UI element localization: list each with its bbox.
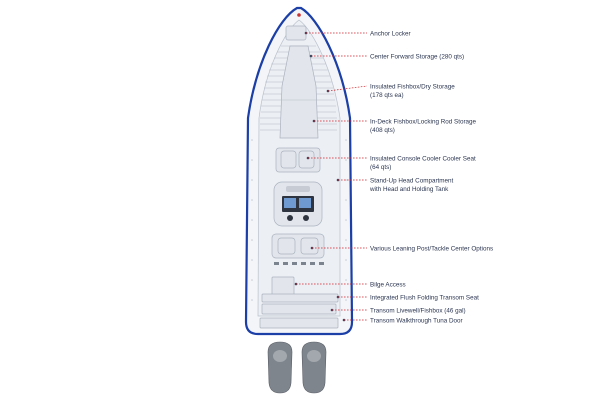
outboard-engine-port-cap bbox=[273, 350, 287, 362]
callout-head-compartment-label: Stand-Up Head Compartment bbox=[370, 178, 454, 185]
callout-transom-livewell-label: Transom Livewell/Fishbox (46 gal) bbox=[370, 308, 466, 315]
callout-transom-seat-label: Integrated Flush Folding Transom Seat bbox=[370, 295, 479, 302]
callout-anchor-locker: Anchor Locker bbox=[304, 31, 411, 38]
callout-bilge-access-label: Bilge Access bbox=[370, 282, 406, 289]
outboard-engine-starboard-cap bbox=[307, 350, 321, 362]
center-forward-hatch bbox=[279, 45, 319, 139]
callout-bilge-access: Bilge Access bbox=[294, 282, 406, 289]
callout-leaning-post: Various Leaning Post/Tackle Center Optio… bbox=[310, 246, 493, 253]
callout-in-deck-fishbox-sub: (408 qts) bbox=[370, 127, 395, 134]
leaning-post bbox=[271, 233, 325, 259]
callout-insulated-fishbox: Insulated Fishbox/Dry Storage (178 qts e… bbox=[326, 84, 455, 99]
callout-head-compartment: Stand-Up Head Compartment with Head and … bbox=[336, 178, 454, 193]
callout-anchor-locker-label: Anchor Locker bbox=[370, 31, 411, 38]
callout-in-deck-fishbox: In-Deck Fishbox/Locking Rod Storage (408… bbox=[312, 119, 477, 134]
callout-console-cooler-seat-label: Insulated Console Cooler Cooler Seat bbox=[370, 156, 476, 163]
transom-tuna-door bbox=[259, 317, 339, 329]
console-cooler-seat bbox=[275, 147, 321, 173]
callout-in-deck-fishbox-label: In-Deck Fishbox/Locking Rod Storage bbox=[370, 119, 477, 126]
transom-livewell-hatch bbox=[261, 303, 337, 315]
callout-tuna-door: Transom Walkthrough Tuna Door bbox=[342, 318, 463, 325]
callout-console-cooler-seat: Insulated Console Cooler Cooler Seat (64… bbox=[306, 156, 476, 171]
outboard-engines bbox=[267, 341, 327, 394]
callout-insulated-fishbox-label: Insulated Fishbox/Dry Storage bbox=[370, 84, 455, 91]
bow-eye bbox=[297, 13, 301, 17]
callout-tuna-door-label: Transom Walkthrough Tuna Door bbox=[370, 318, 463, 325]
callout-transom-livewell: Transom Livewell/Fishbox (46 gal) bbox=[330, 308, 466, 315]
callout-leaning-post-label: Various Leaning Post/Tackle Center Optio… bbox=[370, 246, 493, 253]
callout-insulated-fishbox-sub: (178 qts ea) bbox=[370, 92, 404, 99]
callout-head-compartment-sub: with Head and Holding Tank bbox=[369, 186, 449, 193]
outboard-engine-port bbox=[267, 341, 293, 394]
outboard-engine-starboard bbox=[301, 341, 327, 394]
gunwale-dots bbox=[251, 139, 347, 301]
callout-center-forward-storage-label: Center Forward Storage (280 qts) bbox=[370, 54, 464, 61]
callout-center-forward-storage: Center Forward Storage (280 qts) bbox=[309, 54, 464, 61]
center-console bbox=[273, 181, 323, 227]
anchor-locker-hatch bbox=[285, 25, 307, 41]
rod-holders bbox=[274, 262, 324, 265]
callout-console-cooler-seat-sub: (64 qts) bbox=[370, 164, 391, 171]
callout-transom-seat: Integrated Flush Folding Transom Seat bbox=[336, 295, 479, 302]
transom-seat bbox=[261, 293, 339, 303]
